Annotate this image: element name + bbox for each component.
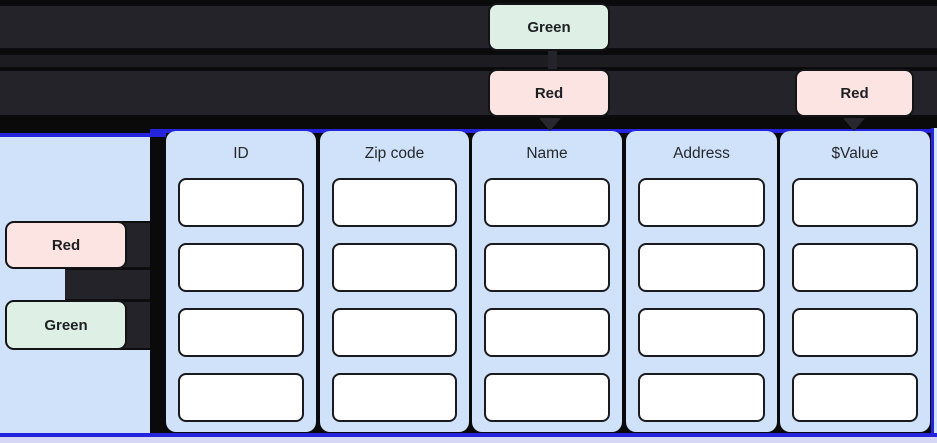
table-column-zip[interactable]: Zip code <box>320 131 469 432</box>
table-cell[interactable] <box>332 308 457 357</box>
column-header-id: ID <box>233 145 249 162</box>
table-cell[interactable] <box>332 178 457 227</box>
table-cell[interactable] <box>178 373 304 422</box>
column-header-name: Name <box>526 145 568 162</box>
bottom-node-edge <box>0 437 937 443</box>
table-cell[interactable] <box>484 178 610 227</box>
table-column-id[interactable]: ID <box>166 131 316 432</box>
connector-arrowhead-value <box>843 118 865 131</box>
thin-node-bar[interactable] <box>0 54 937 68</box>
table-cell[interactable] <box>332 243 457 292</box>
table-cell[interactable] <box>792 243 918 292</box>
table-cell[interactable] <box>638 178 765 227</box>
table-cell[interactable] <box>178 243 304 292</box>
column-header-zip: Zip code <box>364 145 425 162</box>
table-cell[interactable] <box>178 178 304 227</box>
column-header-value: $Value <box>831 145 879 162</box>
selection-border-panel-top <box>0 133 166 137</box>
table-cell[interactable] <box>484 373 610 422</box>
table-column-value[interactable]: $Value <box>780 131 930 432</box>
partial-column-edge <box>934 128 937 437</box>
table-cell[interactable] <box>178 308 304 357</box>
selection-border-bottom <box>0 433 937 437</box>
column-header-address: Address <box>673 145 730 162</box>
table-cell[interactable] <box>792 373 918 422</box>
connector-stub <box>548 46 557 72</box>
edge-label-green-left[interactable]: Green <box>5 300 127 350</box>
edge-label-red-name[interactable]: Red <box>488 69 610 117</box>
main-node-bar[interactable] <box>0 69 937 117</box>
selection-border-right <box>931 128 934 437</box>
table-cell[interactable] <box>484 308 610 357</box>
edge-label-red-value[interactable]: Red <box>795 69 914 117</box>
table-cell[interactable] <box>638 243 765 292</box>
edge-label-red-left[interactable]: Red <box>5 221 127 269</box>
connector-arrowhead-name <box>539 118 561 131</box>
table-cell[interactable] <box>638 308 765 357</box>
table-cell[interactable] <box>792 308 918 357</box>
top-node-bar[interactable] <box>0 4 937 50</box>
table-cell[interactable] <box>484 243 610 292</box>
edge-label-green-top[interactable]: Green <box>488 3 610 51</box>
table-cell[interactable] <box>332 373 457 422</box>
table-column-address[interactable]: Address <box>626 131 777 432</box>
table-column-name[interactable]: Name <box>472 131 622 432</box>
table-cell[interactable] <box>792 178 918 227</box>
table-cell[interactable] <box>638 373 765 422</box>
